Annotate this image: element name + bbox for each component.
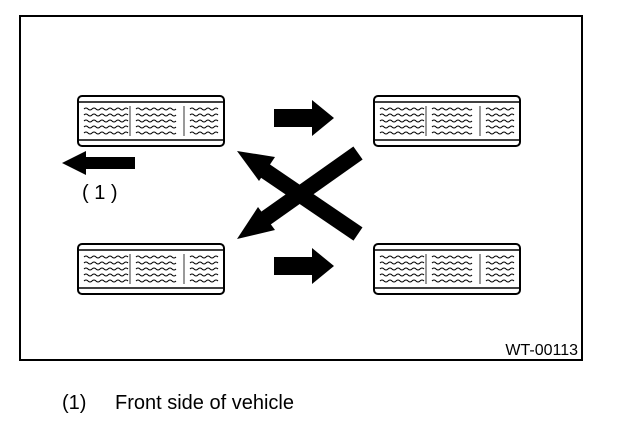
caption-text: Front side of vehicle [115,392,294,414]
caption-number: (1) [62,392,87,414]
figure-code: WT-00113 [505,342,578,359]
diagram-frame [19,15,583,361]
cross-arrow-shaft-to-bottom [254,146,363,230]
cross-arrow-shaft-to-top [253,159,363,241]
cross-arrow-head-top [237,151,275,181]
caption: (1) Front side of vehicle [62,392,294,415]
arrow-front-to-rear-bottom [274,248,334,284]
arrow-front-to-rear-top [274,100,334,136]
tire-rear-right [373,243,521,295]
front-marker-label: ( 1 ) [82,182,118,204]
tire-front-left [77,95,225,147]
front-direction-arrow [62,151,135,175]
tire-front-right [77,243,225,295]
tire-rear-left [373,95,521,147]
cross-arrow-head-bottom [237,207,275,239]
